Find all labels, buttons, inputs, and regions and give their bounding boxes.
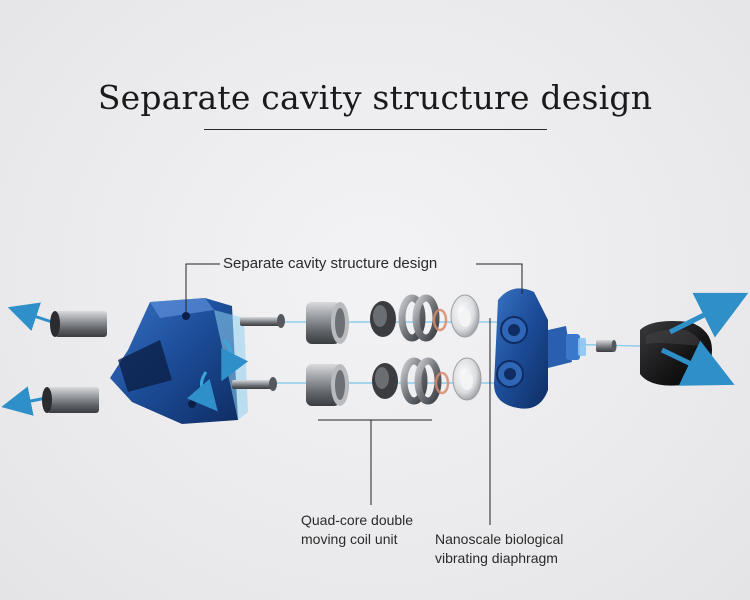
callout-diaphragm-label: Nanoscale biological vibrating diaphragm <box>435 530 605 568</box>
callout-nano-line-1: Nanoscale biological <box>435 531 564 547</box>
diaphragm-bottom <box>452 357 482 401</box>
diaphragm-top <box>450 294 480 338</box>
tube-top <box>306 302 349 344</box>
inner-housing <box>494 288 586 409</box>
vent-hole-top-icon <box>182 312 190 320</box>
magnet-top <box>370 301 396 337</box>
callout-leaders <box>185 263 523 525</box>
left-cylinder-top <box>50 311 107 337</box>
left-arrows <box>1 302 53 416</box>
tube-bottom <box>306 364 349 406</box>
right-arrows <box>660 292 749 386</box>
vent-hole-bottom-icon <box>188 400 196 408</box>
page-title: Separate cavity structure design <box>97 78 653 117</box>
callout-quad-core-label: Quad-core double moving coil unit <box>301 511 451 549</box>
faceplate-shell <box>110 298 248 424</box>
coil-rings-bottom <box>400 357 450 405</box>
left-cylinder-bottom <box>42 387 99 413</box>
nozzle-tube <box>596 340 617 352</box>
callout-quad-line-2: moving coil unit <box>301 531 398 547</box>
callout-nano-line-2: vibrating diaphragm <box>435 550 558 566</box>
screw-top <box>240 314 285 328</box>
magnet-bottom <box>372 363 398 399</box>
callout-quad-line-1: Quad-core double <box>301 512 414 528</box>
shell-flow-arrows <box>186 338 249 412</box>
screw-bottom <box>232 377 277 391</box>
coil-rings-top <box>398 294 448 342</box>
callout-cavity-label: Separate cavity structure design <box>223 255 438 272</box>
title-underline <box>204 129 547 130</box>
